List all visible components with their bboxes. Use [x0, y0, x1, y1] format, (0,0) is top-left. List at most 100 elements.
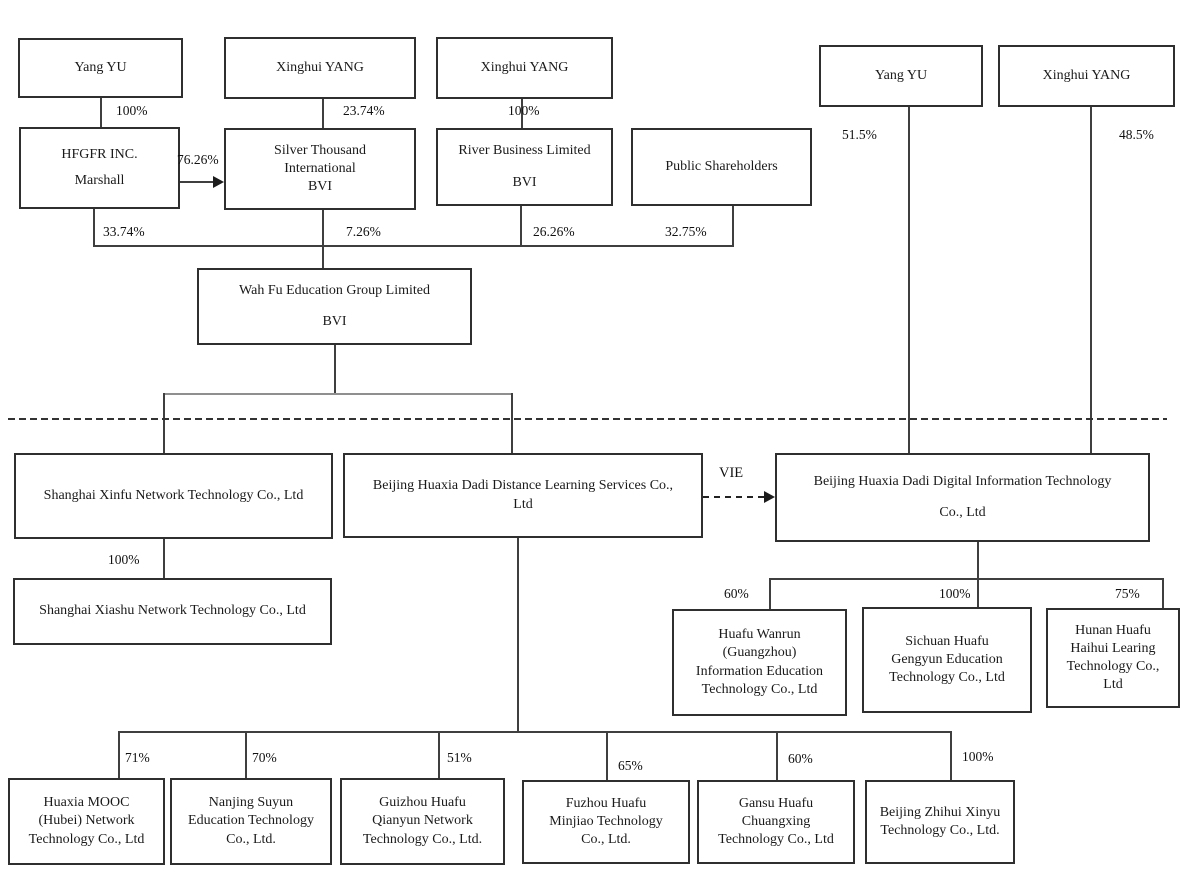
pct-distance-zhihui: 100% [962, 749, 994, 764]
node-label: Public Shareholders [665, 158, 778, 174]
node-beijing-digital: Beijing Huaxia Dadi Digital Information … [775, 453, 1150, 542]
line-vie-dashed [703, 496, 765, 498]
pct-river-wahfu: 26.26% [533, 224, 575, 239]
line-yangyu-to-digital [908, 107, 910, 453]
line-wahfu-down [334, 345, 336, 394]
pct-xinghui-silver: 23.74% [343, 103, 385, 118]
node-label: HFGFR INC. [61, 146, 138, 162]
node-label: International [284, 160, 356, 176]
node-hunan-huafu: Hunan Huafu Haihui Learing Technology Co… [1046, 608, 1180, 708]
node-label: Co., Ltd [939, 505, 986, 520]
node-label: Co., Ltd. [226, 831, 276, 847]
line-hfgfr-down [93, 209, 95, 246]
node-huafu-wanrun: Huafu Wanrun (Guangzhou) Information Edu… [672, 609, 847, 716]
node-label: Guizhou Huafu [379, 795, 466, 811]
node-label: Beijing Huaxia Dadi Digital Information … [813, 473, 1112, 489]
line-to-nanjing [245, 731, 247, 778]
node-label: Xinghui YANG [480, 59, 569, 75]
pct-distance-mooc: 71% [125, 750, 150, 765]
node-shanghai-xinfu: Shanghai Xinfu Network Technology Co., L… [14, 453, 333, 539]
line-to-wanrun [769, 578, 771, 609]
node-fuzhou-huafu: Fuzhou Huafu Minjiao Technology Co., Ltd… [522, 780, 690, 864]
node-shanghai-xiashu: Shanghai Xiashu Network Technology Co., … [13, 578, 332, 645]
pct-yangyu-hfgfr: 100% [116, 103, 148, 118]
node-xinghui-yang-left: Xinghui YANG [224, 37, 416, 99]
pct-silver-wahfu: 7.26% [346, 224, 381, 239]
node-label: Technology Co., Ltd. [362, 831, 483, 847]
node-label: (Hubei) Network [38, 813, 135, 829]
line-yangyu-to-hfgfr [100, 98, 102, 127]
line-digital-down [977, 542, 979, 607]
node-label: Nanjing Suyun [208, 795, 294, 811]
node-label: River Business Limited [458, 143, 591, 159]
node-label: Gengyun Education [891, 651, 1003, 667]
line-to-zhihui [950, 731, 952, 780]
line-wahfu-bus [163, 393, 513, 395]
line-to-distance [511, 393, 513, 453]
node-label: Hunan Huafu [1075, 622, 1151, 638]
node-yang-yu-right: Yang YU [819, 45, 983, 107]
node-label: Silver Thousand [274, 142, 366, 158]
node-gansu-huafu: Gansu Huafu Chuangxing Technology Co., L… [697, 780, 855, 864]
node-xinghui-yang-right: Xinghui YANG [998, 45, 1175, 107]
line-river-down [520, 206, 522, 246]
node-label: Shanghai Xinfu Network Technology Co., L… [43, 487, 304, 503]
pct-distance-gansu: 60% [788, 751, 813, 766]
node-label: Xinghui YANG [276, 59, 364, 75]
node-label: Technology Co., Ltd [889, 670, 1005, 686]
offshore-onshore-separator [8, 418, 1167, 420]
node-label: Huafu Wanrun [718, 627, 801, 643]
line-xinghui-to-silver [322, 99, 324, 128]
pct-public-wahfu: 32.75% [665, 224, 707, 239]
pct-xinghui-digital: 48.5% [1119, 127, 1154, 142]
node-guizhou-huafu: Guizhou Huafu Qianyun Network Technology… [340, 778, 505, 865]
node-xinghui-yang-mid: Xinghui YANG [436, 37, 613, 99]
pct-distance-nanjing: 70% [252, 750, 277, 765]
node-yang-yu-left: Yang YU [18, 38, 183, 98]
node-label: Technology Co., Ltd [701, 681, 818, 697]
node-label: Co., Ltd. [581, 832, 631, 848]
node-label: Fuzhou Huafu [565, 795, 647, 811]
node-label: Education Technology [188, 813, 314, 829]
line-to-xinfu [163, 393, 165, 453]
pct-digital-wanrun: 60% [724, 586, 749, 601]
pct-hfgfr-silver: 76.26% [177, 152, 219, 167]
node-label: Technology Co., Ltd [718, 832, 834, 848]
node-silver-thousand: Silver Thousand International BVI [224, 128, 416, 210]
node-label: Qianyun Network [372, 813, 473, 829]
node-label: Technology Co., Ltd [28, 831, 145, 847]
node-hfgfr: HFGFR INC. Marshall [19, 127, 180, 209]
node-label: Shanghai Xiashu Network Technology Co., … [39, 603, 306, 619]
pct-digital-sichuan: 100% [939, 586, 971, 601]
line-to-gansu [776, 731, 778, 780]
node-label: Technology Co., Ltd. [880, 823, 1000, 838]
pct-xinghui-river: 100% [508, 103, 540, 118]
node-label: Wah Fu Education Group Limited [239, 282, 430, 298]
pct-hfgfr-wahfu: 33.74% [103, 224, 145, 239]
line-digital-bus [769, 578, 1164, 580]
node-label: Yang YU [74, 59, 127, 75]
line-to-hunan [1162, 578, 1164, 608]
node-sichuan-huafu: Sichuan Huafu Gengyun Education Technolo… [862, 607, 1032, 713]
pct-digital-hunan: 75% [1115, 586, 1140, 601]
line-shareholder-bus [93, 245, 734, 247]
node-label: Marshall [74, 173, 125, 188]
line-to-fuzhou [606, 731, 608, 780]
line-xinghui-to-digital [1090, 107, 1092, 453]
node-label: Haihui Learing [1070, 640, 1156, 656]
pct-distance-fuzhou: 65% [618, 758, 643, 773]
node-beijing-zhihui: Beijing Zhihui Xinyu Technology Co., Ltd… [865, 780, 1015, 864]
node-label: Xinghui YANG [1042, 67, 1131, 83]
node-label: Gansu Huafu [738, 795, 814, 811]
pct-xinfu-xiashu: 100% [108, 552, 140, 567]
node-public-shareholders: Public Shareholders [631, 128, 812, 206]
line-to-mooc [118, 731, 120, 778]
node-beijing-distance: Beijing Huaxia Dadi Distance Learning Se… [343, 453, 703, 538]
node-label: Chuangxing [741, 813, 811, 829]
line-to-guizhou [438, 731, 440, 778]
node-river-business: River Business Limited BVI [436, 128, 613, 206]
node-label: Beijing Zhihui Xinyu [879, 804, 1001, 820]
arrowhead-vie-icon [764, 491, 775, 503]
line-public-down [732, 206, 734, 246]
